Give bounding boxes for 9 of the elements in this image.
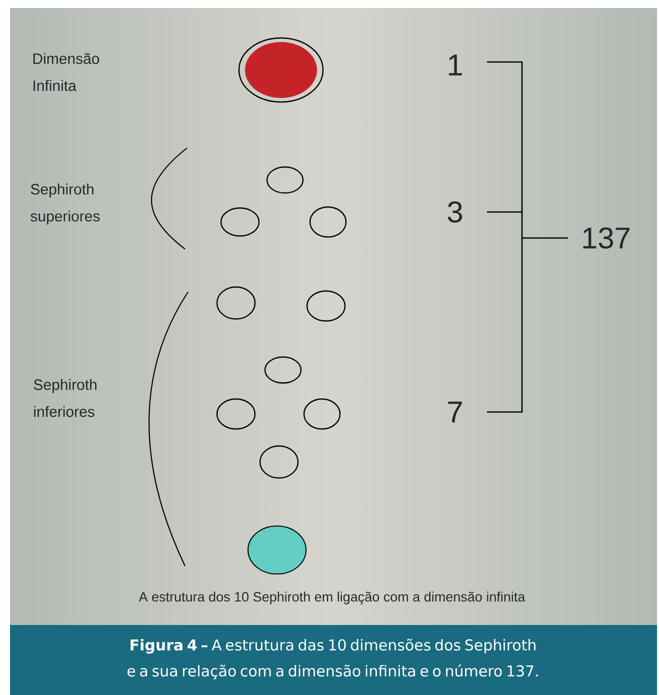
label: 1 [448,54,462,76]
label: Sephiroth inferiores [34,379,96,417]
label: 7 [448,402,462,422]
label: Sephiroth superiores [30,184,100,224]
caption: Figura 4 – A estrutura das 10 dimensões dos Sephiroth e a sua relação com a dimensão infinita e o número 137. [128,638,538,680]
label: 3 [448,201,462,223]
label: Dimensão Infinita [33,53,100,91]
label: A estrutura dos 10 Sephiroth em ligação com a dimensão infinita [138,592,526,604]
label: 137 [583,227,630,249]
